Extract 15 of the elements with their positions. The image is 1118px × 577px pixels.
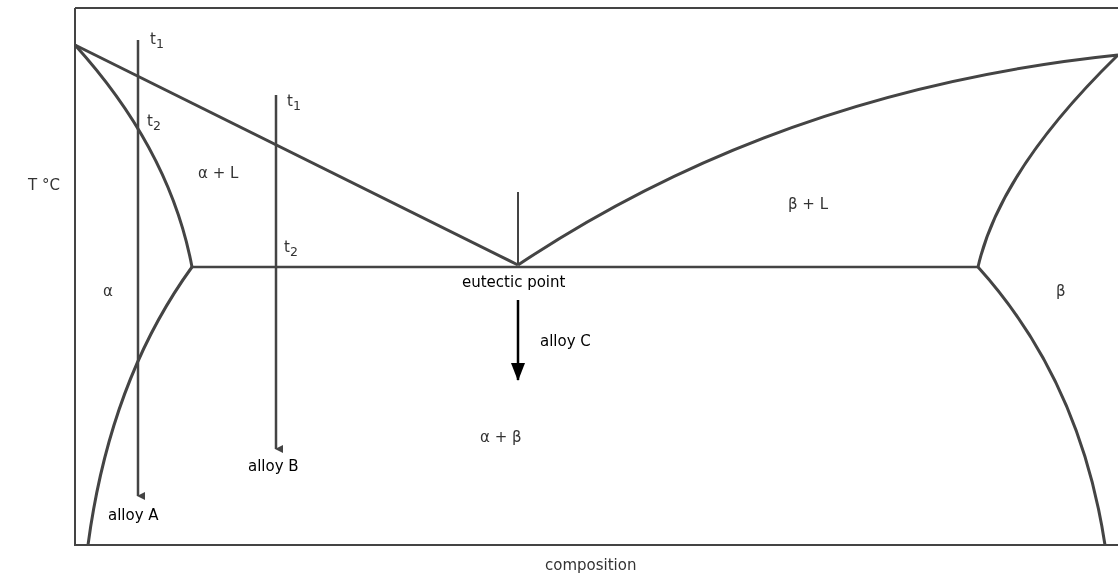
region-label: α + L — [198, 164, 239, 182]
region-label: α + β — [480, 428, 522, 446]
axis-label: composition — [545, 556, 637, 574]
temperature-mark: t$_{1}$ — [150, 30, 164, 53]
axis-label: T °C — [28, 176, 60, 194]
point-label: eutectic point — [462, 273, 566, 291]
temperature-mark: t$_{2}$ — [147, 112, 161, 135]
region-label: α — [103, 282, 113, 300]
temperature-mark: t$_{2}$ — [284, 238, 298, 261]
alloy-label: alloy B — [248, 457, 299, 475]
alloy-label: alloy C — [540, 332, 591, 350]
region-label: β + L — [788, 195, 829, 213]
alloy-label: alloy A — [108, 506, 159, 524]
temperature-mark: t$_{1}$ — [287, 92, 301, 115]
region-label: β — [1056, 282, 1066, 300]
